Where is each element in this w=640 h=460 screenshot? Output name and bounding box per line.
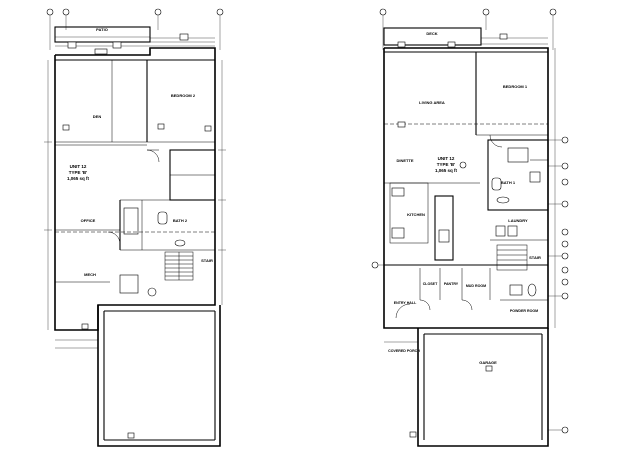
right-living-bedroom: LIVING AREA BEDROOM 1 [384,52,548,148]
room-label-stair-r: STAIR [529,255,541,260]
left-den-bedroom: DEN BEDROOM 2 [55,60,215,163]
right-utility-rooms: CLOSET PANTRY MUD ROOM [384,264,548,311]
right-section-markers [371,48,569,434]
room-label-bedroom-1: BEDROOM 1 [503,84,528,89]
room-label-garage: GARAGE [479,360,497,365]
room-label-deck: DECK [426,31,437,36]
left-mech: MECH [55,272,157,297]
right-grid-markers [379,8,557,50]
right-deck: DECK [383,27,548,48]
room-label-powder-room: POWDER ROOM [510,309,538,313]
right-kitchen: KITCHEN [384,182,480,261]
right-laundry-stair: LAUNDRY STAIR [490,209,548,271]
left-dimension-ticks [44,60,226,330]
unit-label-line3: 1,065 sq ft [67,176,90,181]
left-lower-area [55,305,221,447]
room-label-pantry: PANTRY [444,282,459,286]
right-bath-1: BATH 1 [487,139,549,211]
right-dinette: DINETTE UNIT 12 TYPE 'B' 1,065 sq ft [396,156,467,173]
room-label-bedroom-2: BEDROOM 2 [171,93,196,98]
unit-label-r-line3: 1,065 sq ft [435,168,458,173]
room-label-office: OFFICE [81,218,96,223]
room-label-entry-hall: ENTRY HALL [394,301,417,305]
room-label-kitchen: KITCHEN [407,212,425,217]
right-entry-powder: ENTRY HALL POWDER ROOM [394,299,548,319]
room-label-bath-2: BATH 2 [173,218,188,223]
left-unit-label: UNIT 12 TYPE 'B' 1,065 sq ft [67,164,90,181]
left-floor-plan: PATIO DEN BEDROOM 2 [44,8,226,447]
unit-label-r-line1: UNIT 12 [438,156,455,161]
room-label-closet: CLOSET [423,282,438,286]
room-label-den: DEN [93,114,102,119]
room-label-living-area: LIVING AREA [419,100,445,105]
right-garage: COVERED PORCH GARAGE [384,328,549,447]
unit-label-line2: TYPE 'B' [69,170,87,175]
left-outer-walls [54,47,216,331]
room-label-mud-room: MUD ROOM [466,284,486,288]
room-label-dinette: DINETTE [396,158,413,163]
left-stair-treads [164,251,194,281]
unit-label-line1: UNIT 12 [70,164,87,169]
room-label-stair: STAIR [201,258,213,263]
left-core: BATH 2 OFFICE STAIR [55,149,216,281]
unit-label-r-line2: TYPE 'B' [437,162,455,167]
right-floor-plan: DECK LIVING AREA BEDROOM 1 DINETTE UNIT … [371,8,569,447]
room-label-mech: MECH [84,272,96,277]
left-patio: PATIO [54,26,215,55]
room-label-laundry: LAUNDRY [508,218,528,223]
room-label-patio: PATIO [96,27,108,32]
room-label-bath-1: BATH 1 [501,180,516,185]
left-grid-markers [46,8,224,50]
room-label-covered-porch: COVERED PORCH [388,349,420,353]
